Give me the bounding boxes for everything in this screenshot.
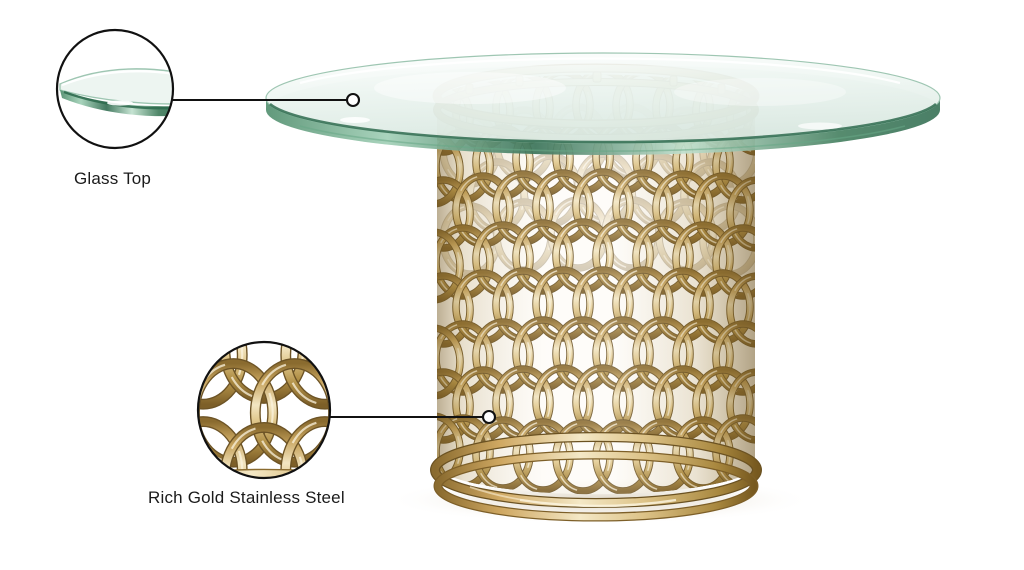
magnifier-circle-glass-top[interactable] [55, 28, 175, 150]
glass-edge-band [266, 98, 940, 155]
target-marker-gold-steel[interactable] [481, 409, 497, 425]
glass-top [265, 52, 941, 155]
magnifier-gold-content [198, 342, 330, 478]
magnifier-glass-top-content [57, 30, 173, 148]
callout-glass-top[interactable] [55, 28, 361, 152]
callout-label-glass-top: Glass Top [74, 169, 152, 188]
target-marker-glass-top[interactable] [345, 92, 361, 108]
base-bottom-ring [430, 432, 762, 522]
callout-rich-gold-stainless-steel[interactable] [133, 300, 497, 526]
callout-label-rich-gold-stainless-steel: Rich Gold Stainless Steel [148, 488, 345, 507]
magnifier-circle-gold-steel[interactable] [196, 340, 332, 480]
